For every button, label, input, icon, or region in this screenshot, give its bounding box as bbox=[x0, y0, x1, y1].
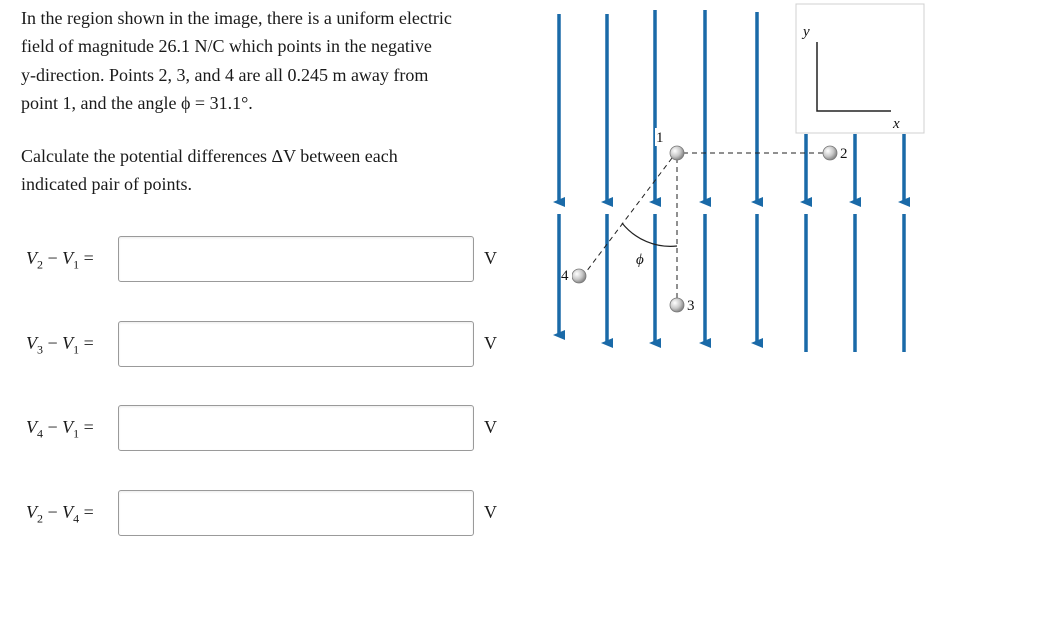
instruction-line-1: Calculate the potential differences ΔV b… bbox=[21, 146, 398, 166]
axis-x-label: x bbox=[892, 116, 900, 132]
label-sub: 4 bbox=[37, 426, 43, 441]
problem-line-3: y-direction. Points 2, 3, and 4 are all … bbox=[21, 64, 429, 85]
point-1-marker bbox=[669, 145, 685, 161]
label-sub: 1 bbox=[73, 257, 80, 272]
answer-row-v2-v1: V2 − V1 = V bbox=[0, 236, 520, 284]
problem-statement: In the region shown in the image, there … bbox=[21, 4, 521, 117]
point-4-label-bg bbox=[561, 265, 572, 283]
point-4-marker bbox=[571, 268, 587, 284]
problem-line-2: field of magnitude 26.1 N/C which points… bbox=[21, 36, 432, 57]
answer-unit: V bbox=[484, 333, 497, 353]
problem-line-1: In the region shown in the image, there … bbox=[21, 8, 452, 28]
point-4: 4 bbox=[561, 265, 587, 284]
point-3-marker bbox=[669, 297, 685, 313]
label-var: V bbox=[62, 333, 74, 353]
label-var: V bbox=[62, 248, 74, 268]
axes-inset: y x bbox=[795, 3, 925, 134]
point-1: 1 bbox=[655, 128, 685, 161]
point-1-label: 1 bbox=[656, 130, 664, 146]
answer-label-v2-v4: V2 − V4 = bbox=[26, 502, 94, 526]
answer-unit: V bbox=[484, 248, 497, 268]
answer-input-v4-v1[interactable] bbox=[118, 405, 474, 451]
dashed-line-1-4 bbox=[582, 157, 673, 277]
answer-label-v2-v1: V2 − V1 = bbox=[26, 248, 94, 272]
angle-label: ϕ bbox=[636, 252, 644, 268]
point-1-label-bg bbox=[655, 128, 667, 146]
label-var: V bbox=[26, 502, 37, 522]
field-lines bbox=[553, 10, 910, 352]
answer-input-v2-v1[interactable] bbox=[118, 236, 474, 282]
point-4-label: 4 bbox=[561, 268, 569, 284]
answer-input-v3-v1[interactable] bbox=[118, 321, 474, 367]
point-2-label-bg bbox=[839, 143, 851, 161]
problem-line-4: point 1, and the angle ϕ = 31.1°. bbox=[21, 92, 253, 113]
answer-unit: V bbox=[484, 502, 497, 522]
answer-row-v2-v4: V2 − V4 = V bbox=[0, 490, 520, 538]
point-2-label: 2 bbox=[840, 146, 848, 162]
answer-row-v3-v1: V3 − V1 = V bbox=[0, 321, 520, 369]
label-sub: 2 bbox=[37, 257, 43, 272]
answer-unit: V bbox=[484, 417, 497, 437]
answer-label-v3-v1: V3 − V1 = bbox=[26, 333, 94, 357]
point-2-marker bbox=[822, 145, 838, 161]
axis-y-label: y bbox=[801, 24, 810, 40]
dashed-guides bbox=[582, 152, 824, 301]
answer-label-v4-v1: V4 − V1 = bbox=[26, 417, 94, 441]
point-3: 3 bbox=[669, 297, 695, 314]
label-var: V bbox=[26, 248, 37, 268]
label-var: V bbox=[62, 502, 74, 522]
label-var: V bbox=[26, 333, 37, 353]
axes-box bbox=[795, 3, 925, 134]
answer-row-v4-v1: V4 − V1 = V bbox=[0, 405, 520, 453]
axes-lines bbox=[816, 42, 891, 112]
angle-arc bbox=[621, 222, 678, 247]
label-sub: 4 bbox=[73, 511, 80, 526]
instruction-line-2: indicated pair of points. bbox=[21, 174, 192, 195]
label-sub: 1 bbox=[73, 426, 80, 441]
answer-input-v2-v4[interactable] bbox=[118, 490, 474, 536]
label-var: V bbox=[26, 417, 37, 437]
point-3-label: 3 bbox=[687, 298, 695, 314]
point-2: 2 bbox=[822, 143, 851, 162]
instruction-text: Calculate the potential differences ΔV b… bbox=[21, 142, 521, 199]
label-sub: 3 bbox=[37, 342, 43, 357]
label-sub: 1 bbox=[73, 342, 80, 357]
electric-field-diagram: y x ϕ 1 2 3 bbox=[553, 3, 925, 352]
label-var: V bbox=[62, 417, 74, 437]
label-sub: 2 bbox=[37, 511, 43, 526]
